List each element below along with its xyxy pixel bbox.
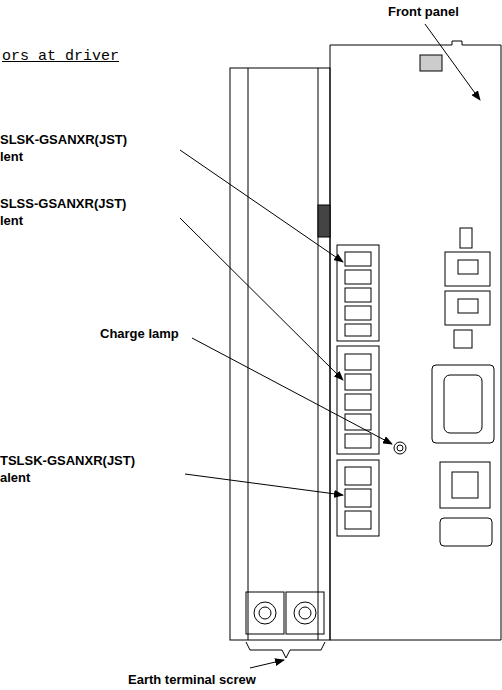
connector-label: lent xyxy=(0,149,23,165)
part-label: Earth terminal screw xyxy=(128,672,256,688)
part-label: Front panel xyxy=(388,4,459,20)
connector-label: SLSS-GSANXR(JST) xyxy=(0,196,126,212)
connector-label: lent xyxy=(0,213,23,229)
section-heading: ors at driver xyxy=(2,48,119,66)
connector-label: SLSK-GSANXR(JST) xyxy=(0,132,127,148)
connector-label: TSLSK-GSANXR(JST) xyxy=(0,453,135,469)
part-label: Charge lamp xyxy=(100,326,179,342)
connector-label: alent xyxy=(0,470,30,486)
